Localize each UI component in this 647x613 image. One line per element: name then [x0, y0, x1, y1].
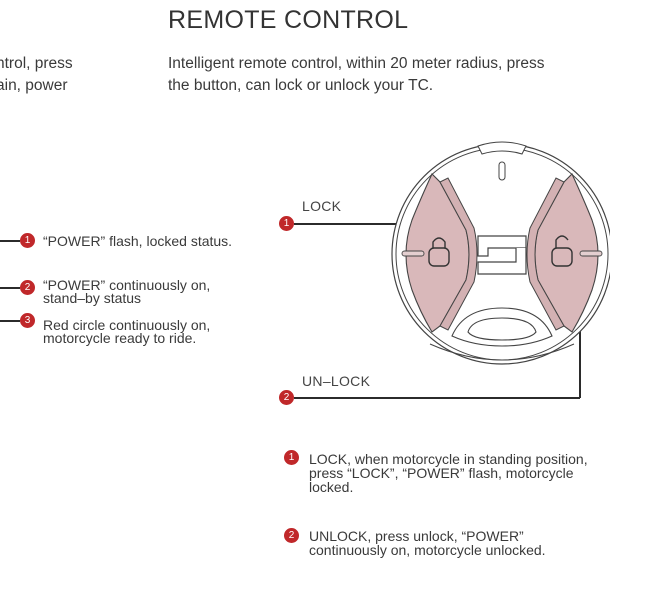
instruction-1-line-3: locked.: [309, 479, 354, 495]
instruction-1-line-2: press “LOCK”, “POWER” flash, motorcycle: [309, 465, 574, 481]
status-2-text-line-1: “POWER” continuously on,: [43, 277, 211, 293]
instruction-2-line-2: continuously on, motorcycle unlocked.: [309, 542, 546, 558]
status-3-badge: 3: [20, 313, 35, 328]
key-ring-slot: [451, 307, 553, 347]
lock-button[interactable]: [401, 173, 478, 333]
unlock-callout-line-h: [294, 397, 580, 399]
lock-callout-badge: 1: [279, 216, 294, 231]
unlock-callout-line-v: [579, 300, 581, 398]
instruction-1-line-1: LOCK, when motorcycle in standing positi…: [309, 451, 588, 467]
intro-line-2: the button, can lock or unlock your TC.: [168, 77, 434, 94]
page-title: REMOTE CONTROL: [168, 6, 409, 34]
instruction-1-badge: 1: [284, 450, 299, 465]
remote-top-notch: [477, 141, 527, 155]
unlock-callout-label: UN–LOCK: [302, 373, 371, 389]
instruction-2-line-1: UNLOCK, press unlock, “POWER”: [309, 528, 524, 544]
instruction-1-text: LOCK, when motorcycle in standing positi…: [309, 452, 588, 494]
left-fragment-line-1: ntrol, press: [0, 55, 73, 72]
lock-callout-label: LOCK: [302, 198, 342, 214]
status-1-badge: 1: [20, 233, 35, 248]
brand-logo-icon: [477, 235, 527, 275]
status-2-text-line-2: stand–by status: [43, 290, 142, 306]
status-2-leader: [0, 287, 20, 289]
remote-bottom-edge: [429, 343, 575, 361]
lock-icon: [428, 237, 450, 267]
status-3-leader: [0, 320, 20, 322]
left-column-fragment: ntrol, press ain, power: [0, 53, 73, 97]
instruction-2-badge: 2: [284, 528, 299, 543]
intro-line-1: Intelligent remote control, within 20 me…: [168, 55, 545, 72]
status-2-badge: 2: [20, 280, 35, 295]
unlock-callout-badge: 2: [279, 390, 294, 405]
lock-callout-line: [294, 223, 414, 225]
intro-text: Intelligent remote control, within 20 me…: [168, 53, 638, 97]
remote-led-indicator: [498, 161, 506, 181]
unlock-icon: [551, 235, 573, 267]
instruction-2-text: UNLOCK, press unlock, “POWER” continuous…: [309, 529, 546, 557]
remote-control-illustration: [391, 141, 610, 365]
status-3-text-line-2: motorcycle ready to ride.: [43, 330, 197, 346]
status-3-text-line-1: Red circle continuously on,: [43, 317, 211, 333]
status-1-text: “POWER” flash, locked status.: [43, 233, 233, 249]
unlock-button[interactable]: [526, 173, 603, 333]
left-fragment-line-2: ain, power: [0, 77, 68, 94]
status-1-leader: [0, 240, 20, 242]
